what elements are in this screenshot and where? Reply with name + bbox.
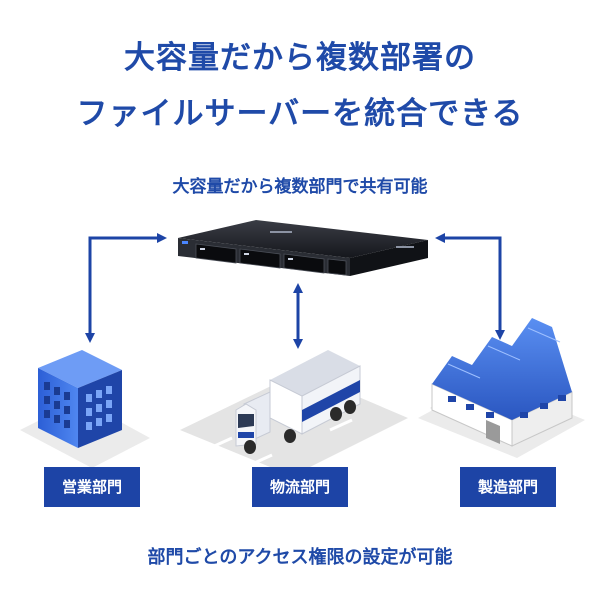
dept-label-sales: 営業部門	[44, 467, 140, 507]
delivery-truck-icon	[235, 350, 361, 454]
footer-note: 部門ごとのアクセス権限の設定が可能	[147, 547, 453, 568]
headline-line-2: ファイルサーバーを統合できる	[76, 96, 524, 132]
office-building-icon	[38, 350, 122, 448]
factory-icon	[430, 318, 573, 447]
arrow-server-to-sales	[85, 233, 167, 343]
subtitle: 大容量だから複数部門で共有可能	[172, 177, 428, 197]
dept-label-logistics: 物流部門	[252, 467, 348, 507]
server-icon	[178, 220, 428, 276]
arrow-server-to-manufacturing	[435, 233, 505, 340]
headline-line-1: 大容量だから複数部署の	[124, 40, 476, 76]
connection-arrows	[85, 233, 505, 349]
road-markings	[209, 418, 353, 467]
dept-label-manufacturing: 製造部門	[460, 467, 556, 507]
